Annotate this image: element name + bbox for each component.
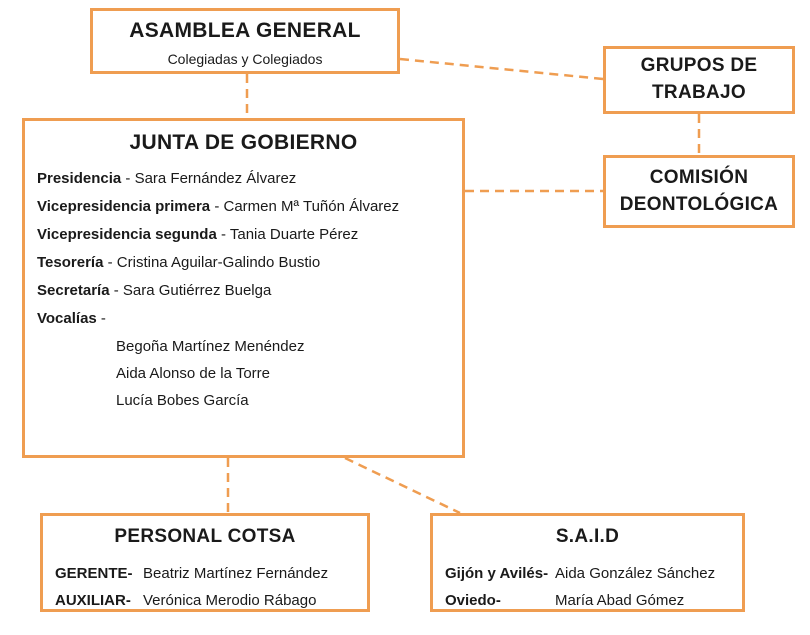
vocal-name: Lucía Bobes García [116, 392, 249, 409]
grupos-de-trabajo-title: GRUPOS DE TRABAJO [640, 55, 758, 103]
connector-asamblea-grupos [399, 57, 604, 81]
personal-cotsa-title: PERSONAL COTSA [114, 526, 296, 547]
member-role: Tesorería [37, 254, 104, 271]
junta-de-gobierno-title: JUNTA DE GOBIERNO [129, 131, 358, 154]
separator: - [121, 170, 135, 187]
staff-row-gijon-aviles: Gijón y Avilés- Aida González Sánchez [445, 560, 730, 587]
staff-name: María Abad Gómez [555, 592, 685, 609]
personal-cotsa-box: PERSONAL COTSA GERENTE- Beatriz Martínez… [40, 513, 370, 612]
grupos-de-trabajo-box: GRUPOS DE TRABAJO [603, 46, 795, 114]
member-role: Vicepresidencia segunda [37, 226, 217, 243]
staff-name: Verónica Merodio Rábago [143, 592, 317, 609]
member-row-presidencia: Presidencia - Sara Fernández Álvarez [37, 165, 450, 193]
separator: - [109, 282, 123, 299]
member-row-vocalias: Vocalías - [37, 305, 450, 333]
asamblea-general-box: ASAMBLEA GENERAL Colegiadas y Colegiados [90, 8, 400, 74]
separator: - [216, 226, 230, 243]
connector-junta-said [344, 456, 461, 515]
staff-role: GERENTE- [55, 565, 133, 582]
staff-role: Gijón y Avilés- [445, 565, 549, 582]
asamblea-general-subtitle: Colegiadas y Colegiados [167, 51, 323, 67]
comision-deontologica-box: COMISIÓN DEONTOLÓGICA [603, 155, 795, 228]
said-title: S.A.I.D [555, 526, 620, 547]
staff-row-auxiliar: AUXILIAR- Verónica Merodio Rábago [55, 587, 355, 614]
separator: - [103, 254, 117, 271]
separator: - [210, 198, 224, 215]
member-row-vicepresidencia-segunda: Vicepresidencia segunda - Tania Duarte P… [37, 221, 450, 249]
member-name: Sara Fernández Álvarez [134, 170, 297, 187]
said-box: S.A.I.D Gijón y Avilés- Aida González Sá… [430, 513, 745, 612]
staff-row-gerente: GERENTE- Beatriz Martínez Fernández [55, 560, 355, 587]
asamblea-general-title: ASAMBLEA GENERAL [129, 19, 361, 42]
member-name: Cristina Aguilar-Galindo Bustio [116, 254, 321, 271]
member-row-secretaria: Secretaría - Sara Gutiérrez Buelga [37, 277, 450, 305]
member-row-vicepresidencia-primera: Vicepresidencia primera - Carmen Mª Tuñó… [37, 193, 450, 221]
member-name: Sara Gutiérrez Buelga [122, 282, 272, 299]
separator: - [96, 310, 106, 327]
junta-de-gobierno-box: JUNTA DE GOBIERNO Presidencia - Sara Fer… [22, 118, 465, 458]
member-role: Presidencia [37, 170, 122, 187]
vocal-name: Aida Alonso de la Torre [116, 365, 270, 382]
staff-name: Beatriz Martínez Fernández [143, 565, 329, 582]
vocal-name: Begoña Martínez Menéndez [116, 338, 305, 355]
member-name: Tania Duarte Pérez [229, 226, 359, 243]
member-role: Vocalías [37, 310, 97, 327]
staff-role: AUXILIAR- [55, 592, 131, 609]
member-role: Vicepresidencia primera [37, 198, 211, 215]
staff-name: Aida González Sánchez [555, 565, 716, 582]
staff-row-oviedo: Oviedo- María Abad Gómez [445, 587, 730, 614]
member-name: Carmen Mª Tuñón Álvarez [223, 198, 400, 215]
member-row-tesoreria: Tesorería - Cristina Aguilar-Galindo Bus… [37, 249, 450, 277]
member-role: Secretaría [37, 282, 110, 299]
comision-deontologica-title: COMISIÓN DEONTOLÓGICA [619, 166, 779, 215]
staff-role: Oviedo- [445, 592, 501, 609]
